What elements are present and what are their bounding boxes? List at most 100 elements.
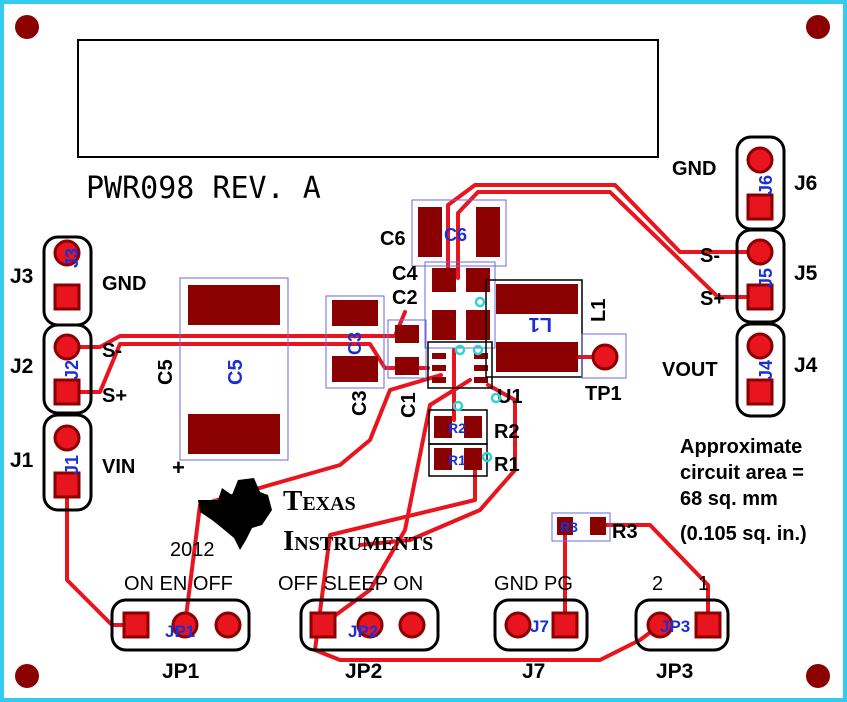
j1-label: J1 — [10, 449, 34, 472]
c5-silk: C5 — [155, 359, 177, 385]
c3-ref: C3 — [345, 332, 365, 355]
c1-silk: C1 — [398, 392, 420, 418]
j7-pins-label: GND PG — [494, 573, 573, 595]
vias — [452, 296, 502, 463]
header-right: J6 J5 J4 J6 J5 J4 GND S- S+ VOUT — [662, 135, 818, 418]
j5-ref: J5 — [756, 268, 776, 288]
area-note-line3: 68 sq. mm — [680, 488, 778, 510]
board-title: PWR098 REV. A — [86, 171, 321, 206]
jp1-pin-3[interactable] — [214, 611, 242, 639]
j1-ref: J1 — [62, 455, 82, 475]
connector-j7: J7 GND PG J7 — [493, 573, 589, 683]
c4-silk: C4 — [392, 263, 418, 285]
ti-logo-line2: Instruments — [283, 525, 433, 557]
j4-label: J4 — [794, 354, 818, 377]
jp2-label: JP2 — [345, 660, 382, 683]
board-year: 2012 — [170, 539, 215, 561]
j7-pin-pg[interactable] — [551, 611, 579, 639]
jp1-pin-1[interactable] — [122, 611, 150, 639]
j3-ref: J3 — [62, 248, 82, 268]
j5-pin-s-minus[interactable] — [746, 238, 774, 266]
header-left: J3 J2 J1 J3 J2 J1 GND S- S+ VIN — [10, 235, 146, 512]
capacitor-c5: C5 C5 + — [155, 277, 289, 480]
j1-pin-square[interactable] — [53, 471, 81, 499]
resistor-r2: R2 R2 — [428, 409, 520, 445]
area-note-line2: circuit area = — [680, 462, 804, 484]
jp3-pin1-label: 1 — [698, 573, 709, 595]
j6-pin-square[interactable] — [746, 193, 774, 221]
j4-pin[interactable] — [746, 332, 774, 360]
l1-silk: L1 — [588, 299, 610, 322]
jp2-pins-label: OFF SLEEP ON — [278, 573, 423, 595]
jp1-ref: JP1 — [165, 622, 195, 641]
jp3-pin-2[interactable] — [646, 611, 674, 639]
ic-u1: C1 U1 — [387, 319, 523, 418]
j5-label: J5 — [794, 262, 818, 285]
capacitor-c6: C6 C6 — [380, 199, 507, 267]
r1-ref: R1 — [448, 452, 466, 468]
j3-pin-square[interactable] — [53, 283, 81, 311]
jp2-pin-2[interactable] — [356, 611, 384, 639]
c2-silk: C2 — [392, 287, 418, 309]
j4-pin-vout-label: VOUT — [662, 359, 718, 381]
jp3-pin2-label: 2 — [652, 573, 663, 595]
c5-ref: C5 — [225, 359, 247, 385]
capacitor-c3: C3 C3 — [325, 295, 385, 416]
test-point-tp1[interactable]: TP1 — [581, 333, 627, 405]
jp3-ref: JP3 — [660, 617, 690, 636]
r1-silk: R1 — [494, 454, 520, 476]
j7-label: J7 — [522, 660, 545, 683]
jumper-jp1: JP1 ON EN OFF JP1 — [110, 573, 251, 683]
jp1-pin-2[interactable] — [171, 611, 199, 639]
j3-pin[interactable] — [53, 239, 81, 267]
j7-pin-gnd[interactable] — [504, 611, 532, 639]
inductor-l1: L1 L1 — [485, 279, 610, 378]
jp1-label: JP1 — [162, 660, 200, 683]
jp1-pins-label: ON EN OFF — [124, 573, 233, 595]
j2-pin-s-plus[interactable] — [53, 378, 81, 406]
tp1-silk: TP1 — [585, 383, 622, 405]
j6-pin[interactable] — [746, 146, 774, 174]
r2-ref: R2 — [448, 420, 466, 436]
jp3-pin-1[interactable] — [694, 611, 722, 639]
r2-silk: R2 — [494, 421, 520, 443]
resistor-r3: R3 R3 — [551, 512, 638, 543]
jumper-jp3: JP3 2 1 JP3 — [634, 573, 730, 683]
j6-ref: J6 — [756, 175, 776, 195]
jp2-ref: JP2 — [348, 622, 378, 641]
j2-pin-s-minus[interactable] — [53, 333, 81, 361]
j4-pin-square[interactable] — [746, 378, 774, 406]
mounting-hole-bottom-left — [15, 664, 39, 688]
area-note-line4: (0.105 sq. in.) — [680, 523, 807, 545]
mounting-hole-top-right — [806, 15, 830, 39]
texas-state-icon — [198, 478, 272, 550]
ti-logo-line1: Texas — [283, 485, 356, 517]
c3-silk: C3 — [349, 390, 371, 416]
mounting-hole-top-left — [15, 15, 39, 39]
j5-pin-s-plus-label: S+ — [700, 288, 725, 310]
j2-label: J2 — [10, 355, 33, 378]
area-note-line1: Approximate — [680, 436, 802, 458]
jp3-label: JP3 — [656, 660, 693, 683]
j2-ref: J2 — [62, 360, 82, 380]
r3-silk: R3 — [612, 521, 638, 543]
c6-ref: C6 — [444, 225, 467, 245]
jp2-pin-1[interactable] — [309, 611, 337, 639]
capacitor-c4: C4 C2 — [392, 261, 496, 349]
j2-pin-s-plus-label: S+ — [102, 385, 127, 407]
j1-pin[interactable] — [53, 424, 81, 452]
ti-logo: Texas Instruments 2012 — [170, 478, 433, 561]
l1-ref: L1 — [529, 313, 552, 335]
area-note: Approximate circuit area = 68 sq. mm (0.… — [680, 436, 807, 545]
jp2-pin-3[interactable] — [398, 611, 426, 639]
c6-silk: C6 — [380, 228, 406, 250]
j6-pin-gnd-label: GND — [672, 158, 716, 180]
j5-pin-s-plus[interactable] — [746, 283, 774, 311]
j5-pin-s-minus-label: S- — [700, 245, 720, 267]
jumper-jp2: JP2 OFF SLEEP ON JP2 — [278, 573, 440, 683]
j4-ref: J4 — [756, 360, 776, 380]
c5-polarity-plus: + — [172, 455, 185, 480]
j7-ref: J7 — [530, 617, 549, 636]
